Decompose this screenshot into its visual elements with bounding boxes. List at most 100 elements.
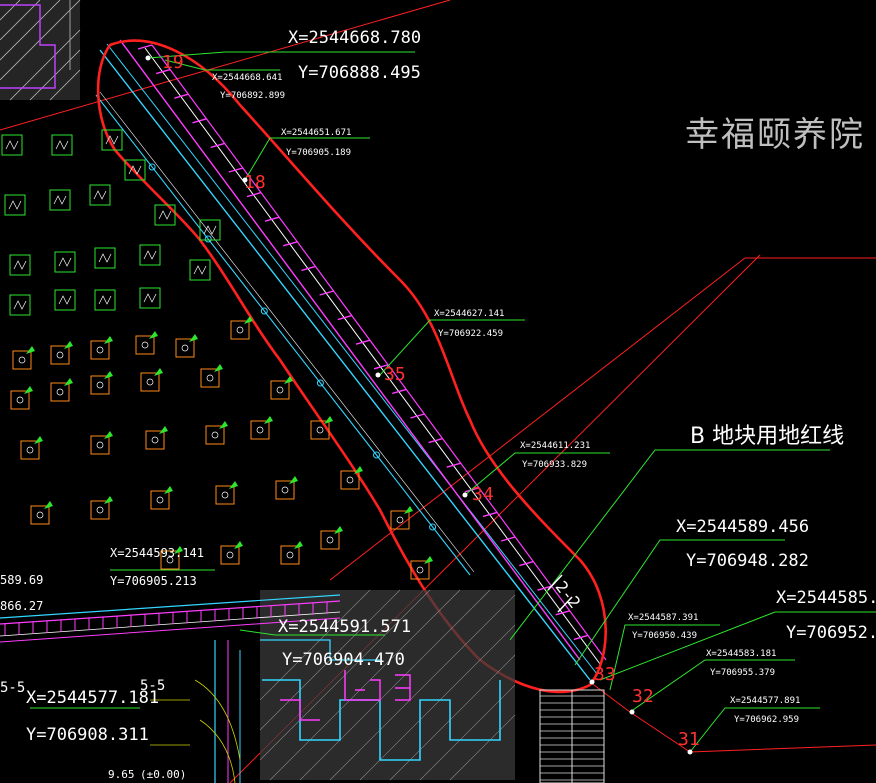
tree-planter [140,372,160,392]
tree-planter [200,368,220,388]
shrub-mark [13,260,27,270]
tree-planter [90,500,110,520]
tree-leaf [219,421,228,429]
tree-trunk [286,551,294,559]
wall-tick [301,265,316,272]
tree-leaf [424,556,433,564]
point-number-35: 35 [384,364,406,385]
tree-planter [310,420,330,440]
tree-planter [10,390,30,410]
tree-leaf [159,426,168,434]
wall-tick [446,462,461,468]
shrub-mark [58,295,72,305]
shrub-mark [105,135,119,145]
coord-4-x: X=2544627.141 [434,309,504,319]
tree-leaf [149,331,158,339]
coord-7-x: X=2544585.820 [776,588,876,608]
tree-trunk [221,491,229,499]
tree-leaf [64,378,73,386]
tree-leaf [214,364,223,372]
coord-6-y: Y=706948.282 [686,551,809,571]
tree-leaf [154,368,163,376]
tree-planter [250,420,270,440]
tree-trunk [256,426,264,434]
coord-4-y: Y=706922.459 [438,329,503,339]
tree-planter [410,560,430,580]
shrub-box [4,194,26,216]
tree-trunk [151,436,159,444]
tree-leaf [289,476,298,484]
elevation-value: 9.65 [108,768,135,781]
shrub-box [54,289,76,311]
tree-trunk [416,566,424,574]
tree-leaf [229,481,238,489]
boundary-label: B 地块用地红线 [690,424,844,449]
coord-2-x: X=2544668.641 [212,73,282,83]
coord-6-x: X=2544589.456 [676,517,809,537]
leader-lines [30,51,876,753]
tree-leaf [294,541,303,549]
section-2-2-marker [547,574,573,613]
tree-trunk [236,326,244,334]
tree-leaf [26,346,35,354]
coord-9-x: X=2544583.181 [706,649,776,659]
tree-planter [160,550,180,570]
shrub-box [124,159,146,181]
shrub-box [154,204,176,226]
tree-leaf [104,496,113,504]
tree-trunk [96,346,104,354]
shrub-box [9,254,31,276]
shrub-mark [55,140,69,150]
wall-tick [555,610,570,616]
coord-8-x: X=2544587.391 [628,613,698,623]
coord-8-y: Y=706950.439 [632,631,697,641]
tree-trunk [346,476,354,484]
section-5-5-label-b: 5-5 [140,678,165,694]
wall-tick [392,388,407,395]
wall-tick [337,314,352,321]
tree-planter [135,335,155,355]
channel-node [316,379,324,387]
coord-1-y: Y=706888.495 [298,63,421,83]
tree-leaf [104,336,113,344]
tree-trunk [396,516,404,524]
walkway-bottom-left [0,594,341,783]
tree-planter [275,480,295,500]
shrub-mark [158,210,172,220]
shrub-box [101,129,123,151]
tree-trunk [96,506,104,514]
tree-trunk [156,496,164,504]
shrub-box [9,294,31,316]
wall-tick [537,585,552,591]
tree-leaf [324,416,333,424]
coord-5-y: Y=706933.829 [522,460,587,470]
shrub-box [89,184,111,206]
wall-tick [283,241,298,247]
wall-tick [228,167,243,173]
tree-planter [90,375,110,395]
tree-planter [175,338,195,358]
wall-tick [174,93,189,99]
tree-leaf [174,546,183,554]
shrub-box [54,251,76,273]
wall-tick [192,118,207,124]
wall-tick [355,339,371,345]
tree-planter [12,350,32,370]
tree-leaf [24,386,33,394]
tree-planter [280,545,300,565]
channel-node [148,163,156,171]
wall-tick [410,413,425,419]
shrub-box [94,247,116,269]
tree-trunk [146,378,154,386]
point-number-18: 18 [244,172,266,193]
tree-trunk [56,351,64,359]
tree-trunk [166,556,174,564]
tree-trunk [316,426,324,434]
elevation-zero: (±0.00) [140,768,186,781]
point-number-31: 31 [678,729,700,750]
point-markers [145,55,693,755]
shrub-box [1,134,23,156]
tree-leaf [104,371,113,379]
wall-tick [373,364,389,370]
